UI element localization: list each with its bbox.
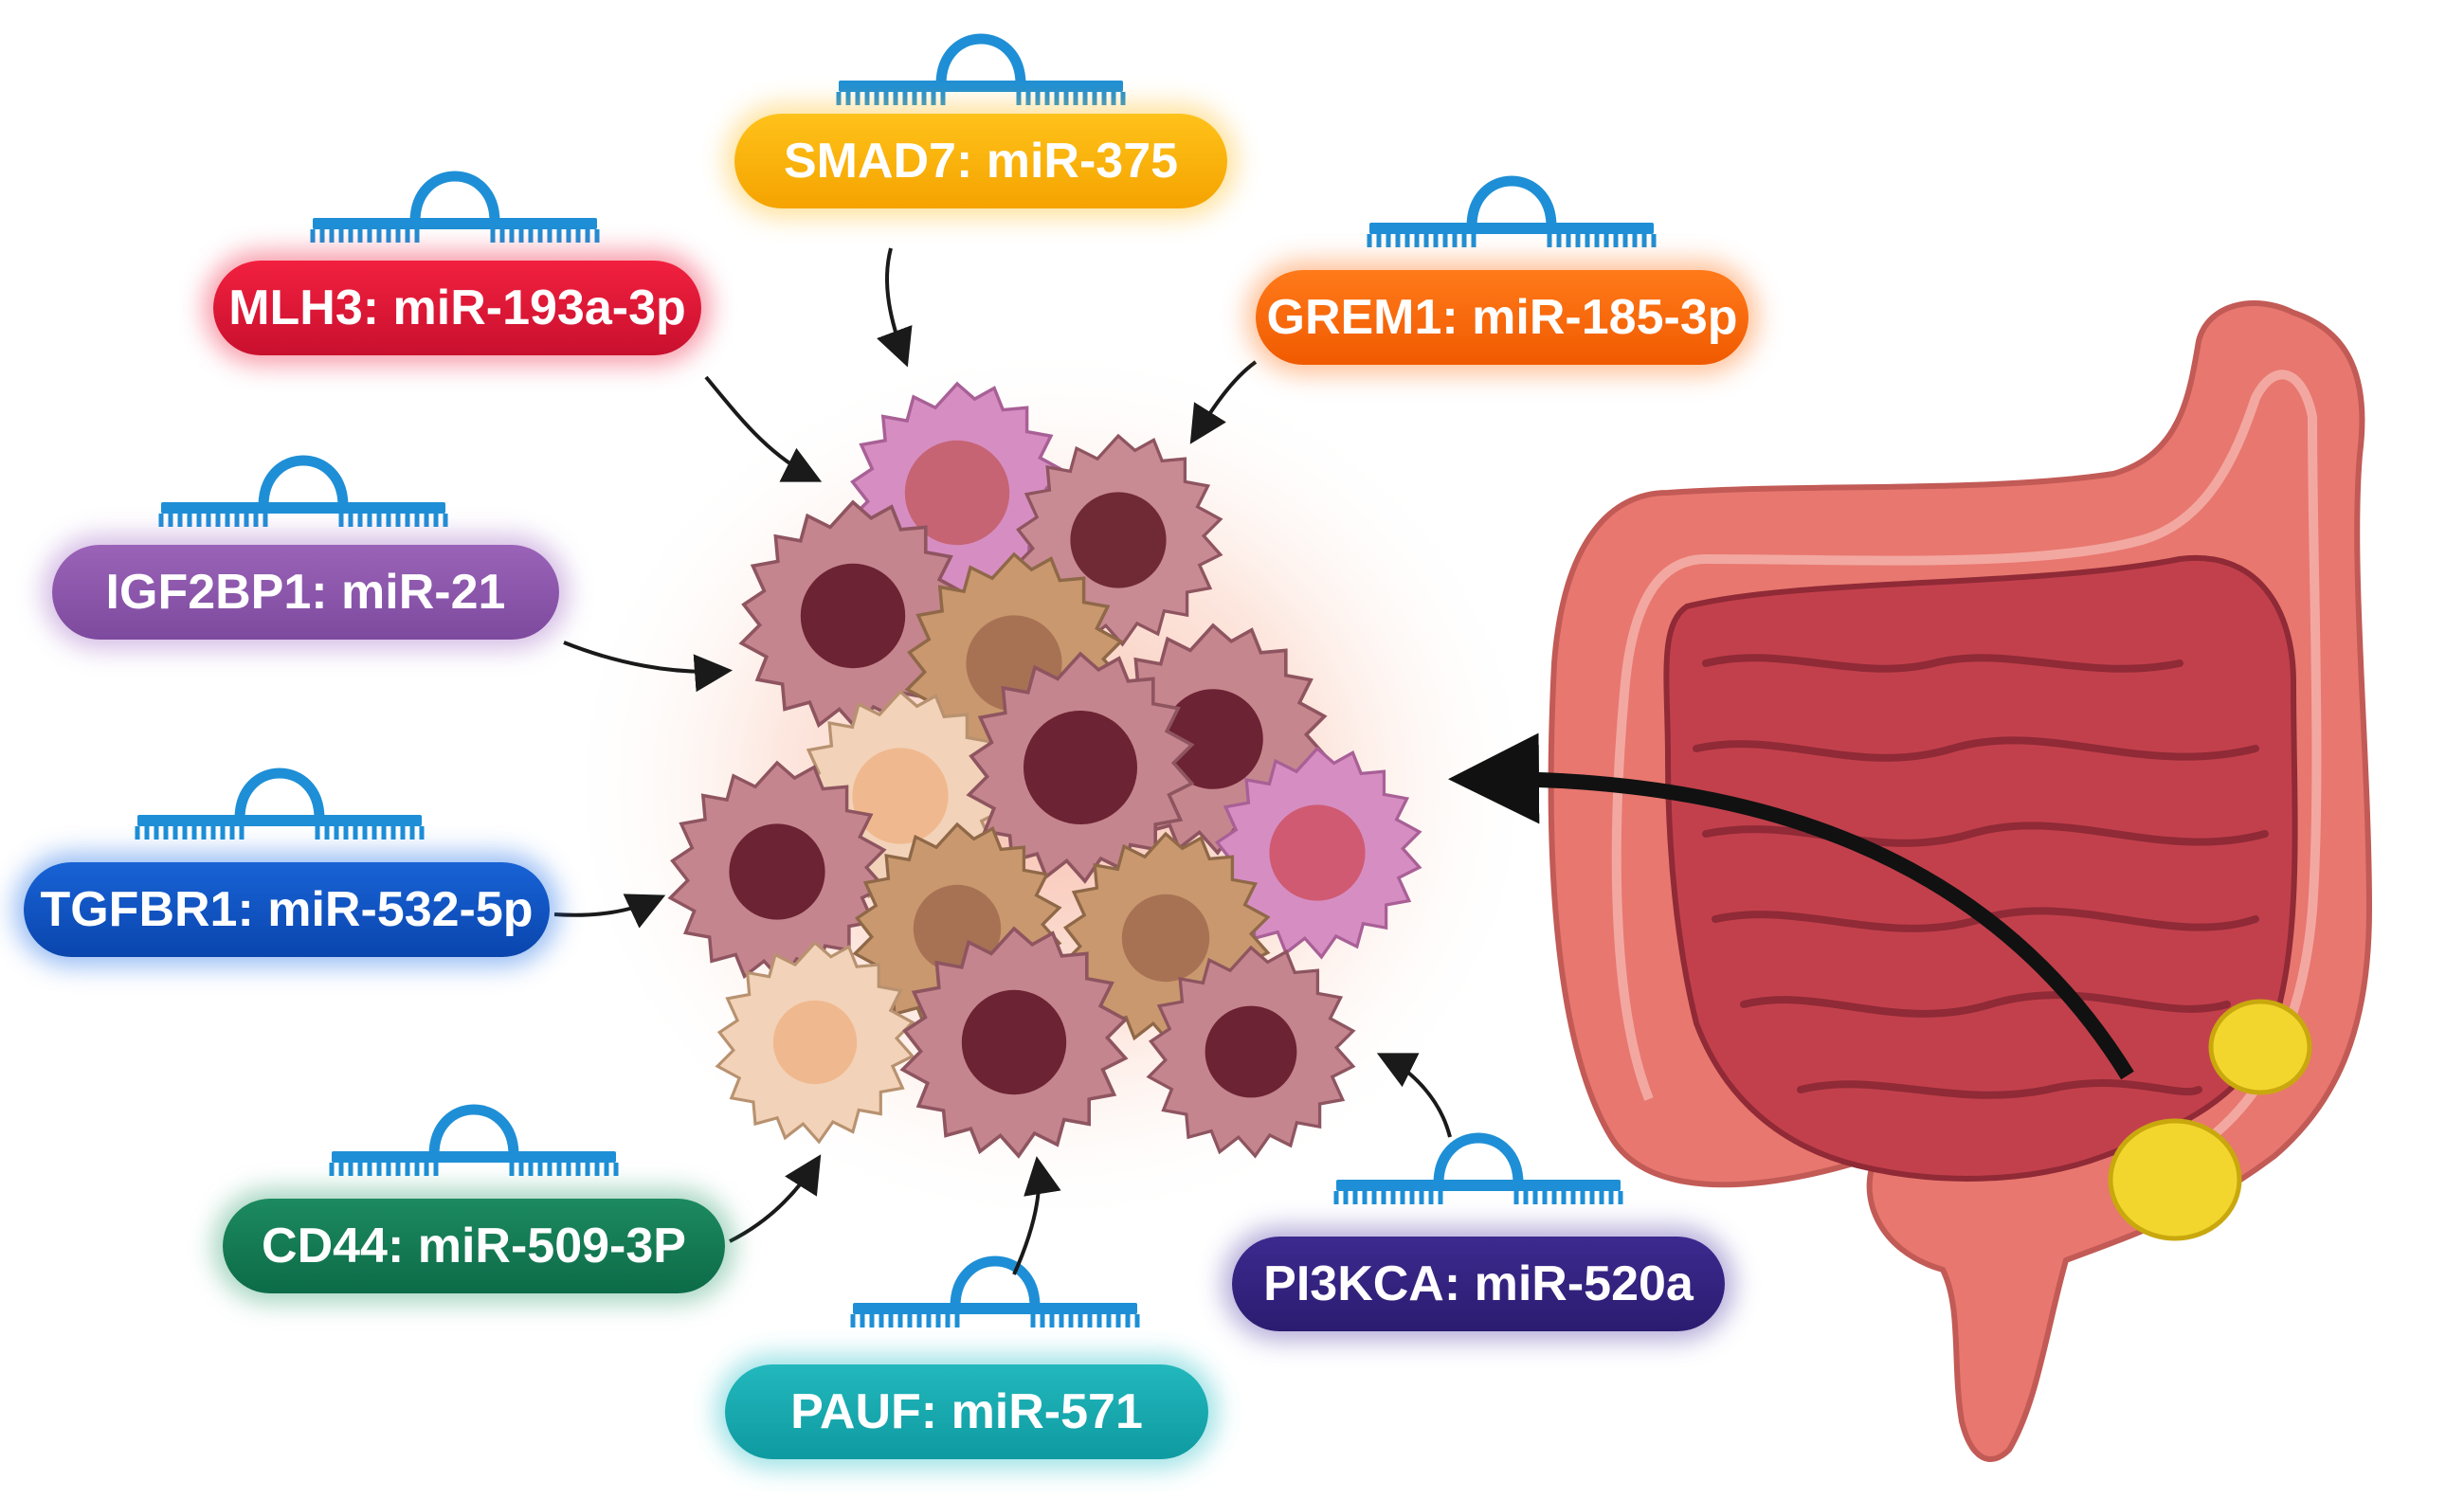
tumor-cell xyxy=(1061,832,1270,1044)
tumor-cell xyxy=(668,761,886,983)
mirna-hairpin-icon xyxy=(1369,181,1654,247)
arrow-mlh3 xyxy=(704,375,823,482)
tumor-cell xyxy=(1213,747,1422,959)
tumor-cell xyxy=(739,500,967,731)
tumor-cell xyxy=(848,382,1066,604)
tumor-cell xyxy=(1014,434,1223,646)
mirna-hairpin-icon xyxy=(313,176,597,243)
mirna-hairpin-icon xyxy=(853,1261,1137,1327)
tumor-cell-cluster xyxy=(668,382,1422,1158)
tgfbr1-mir532-5p-label: TGFBR1: miR-532-5p xyxy=(24,862,550,957)
pauf-mir571-label: PAUF: miR-571 xyxy=(725,1364,1208,1459)
colon-intestine-illustration xyxy=(1548,300,2373,1462)
tumor-cell xyxy=(716,941,915,1144)
polyp-icon xyxy=(2108,1118,2242,1241)
mlh3-mir193a-3p-label: MLH3: miR-193a-3p xyxy=(213,261,701,355)
smad7-mir375-label: SMAD7: miR-375 xyxy=(734,114,1227,208)
tumor-cell xyxy=(796,690,1005,902)
arrow-pi3kca xyxy=(1376,1053,1452,1138)
mirna-hairpin-icon xyxy=(137,773,422,840)
arrow-tgfbr1 xyxy=(553,894,666,929)
mirna-hairpin-icon xyxy=(839,39,1123,105)
mirna-hairpin-icon xyxy=(1336,1138,1621,1204)
arrow-pauf xyxy=(1012,1156,1061,1275)
grem1-mir185-3p-label: GREM1: miR-185-3p xyxy=(1256,270,1748,365)
igf2bp1-mir21-label: IGF2BP1: miR-21 xyxy=(52,545,559,640)
arrow-cd44 xyxy=(729,1154,822,1243)
mirna-hairpin-icon xyxy=(161,461,445,527)
mirna-hairpin-icon xyxy=(332,1110,616,1176)
tumor-cell xyxy=(1099,623,1327,855)
polyp-icon xyxy=(2208,999,2312,1095)
tumor-cell xyxy=(900,927,1128,1158)
tumor-cell xyxy=(1147,946,1355,1158)
pi3kca-mir520a-label: PI3KCA: miR-520a xyxy=(1232,1237,1725,1331)
colon-inner-band xyxy=(1611,370,2322,1151)
small-intestine xyxy=(1663,554,2298,1182)
colon-to-tumor-arrow xyxy=(1448,732,2134,1080)
arrow-igf2bp1 xyxy=(563,641,733,693)
arrow-smad7 xyxy=(877,247,913,368)
cd44-mir509-3p-label: CD44: miR-509-3P xyxy=(223,1199,725,1293)
tumor-cell xyxy=(967,652,1194,883)
arrow-grem1 xyxy=(1189,360,1258,444)
